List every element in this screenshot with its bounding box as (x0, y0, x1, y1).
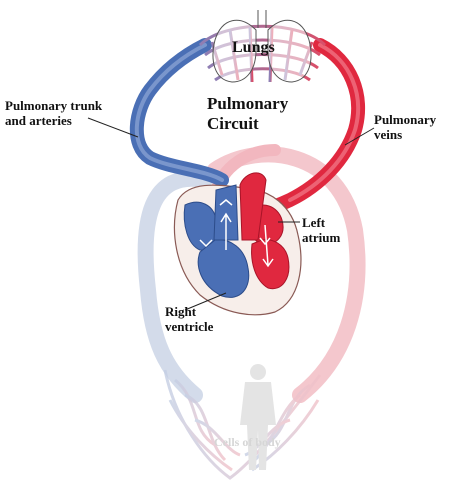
label-right-ventricle: Right ventricle (165, 304, 214, 334)
pulmonary-artery-highlight (134, 43, 224, 182)
label-cells-of-body: Cells of body (214, 435, 281, 449)
label-left-atrium: Left atrium (302, 215, 341, 245)
label-pulmonary-circuit: Pulmonary Circuit (207, 94, 289, 133)
leader-pulmonary-trunk (87, 117, 139, 138)
pulmonary-circuit (129, 10, 366, 219)
pulmonary-vein-highlight (288, 43, 361, 202)
human-silhouette-icon (240, 364, 276, 470)
leader-right-ventricle (184, 292, 227, 311)
leader-pulmonary-veins (344, 127, 375, 146)
label-lungs: Lungs (232, 39, 275, 56)
systemic-vein-loop (137, 170, 213, 403)
aorta-root (239, 172, 267, 241)
heart (173, 172, 302, 316)
pulmonary-trunk-root (213, 184, 239, 241)
label-pulmonary-veins: Pulmonary veins (374, 112, 437, 142)
label-pulmonary-trunk: Pulmonary trunk and arteries (5, 98, 103, 128)
lungs-icon (212, 10, 312, 83)
leader-lines (87, 117, 375, 311)
right-ventricle (197, 239, 250, 298)
